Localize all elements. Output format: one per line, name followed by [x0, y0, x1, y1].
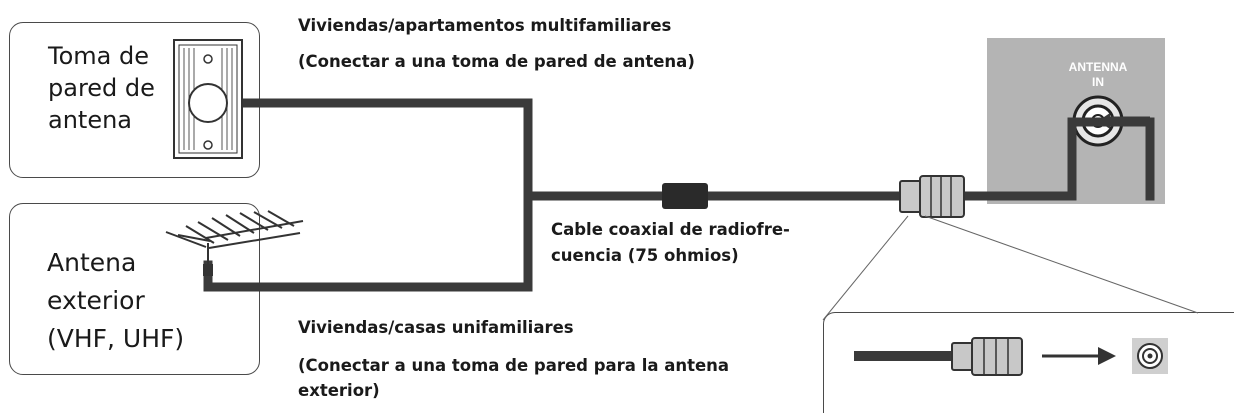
yagi-antenna-icon: [165, 210, 304, 276]
wall-outlet-label: Toma de pared de antena: [48, 40, 155, 136]
outdoor-antenna-label: Antena exterior (VHF, UHF): [47, 244, 184, 358]
cable-label-line1: Cable coaxial de radiofre-: [551, 220, 790, 239]
wall-outlet-label-line3: antena: [48, 106, 133, 134]
singlefamily-subtitle-line1: (Conectar a una toma de pared para la an…: [298, 356, 730, 375]
zoom-line-left: [822, 215, 909, 321]
singlefamily-subtitle-line2: exterior): [298, 381, 380, 400]
zoom-line-right: [924, 215, 1199, 314]
cable-label-line2: cuencia (75 ohmios): [551, 246, 739, 265]
wall-outlet-label-line1: Toma de: [48, 42, 149, 70]
outdoor-antenna-label-line1: Antena: [47, 248, 137, 277]
antenna-in-label-line1: ANTENNA: [1069, 60, 1128, 74]
multifamily-title: Viviendas/apartamentos multifamiliares: [298, 16, 672, 35]
ferrite-core: [662, 183, 708, 209]
antenna-in-label-line2: IN: [1092, 75, 1104, 89]
wall-outlet-label-line2: pared de: [48, 74, 155, 102]
outdoor-antenna-label-line2: exterior: [47, 286, 145, 315]
outdoor-antenna-label-line3: (VHF, UHF): [47, 324, 185, 353]
inset-arrow-icon: [1042, 347, 1116, 365]
inset-antenna-jack-icon: [1132, 338, 1168, 374]
plug-arrow-tip: [1098, 113, 1110, 129]
multifamily-subtitle: (Conectar a una toma de pared de antena): [298, 52, 695, 71]
inset-coax-connector-icon: [854, 337, 1023, 376]
wall-outlet-plate-icon: [173, 39, 243, 159]
coax-connector-icon: [899, 175, 965, 218]
singlefamily-title: Viviendas/casas unifamiliares: [298, 318, 574, 337]
